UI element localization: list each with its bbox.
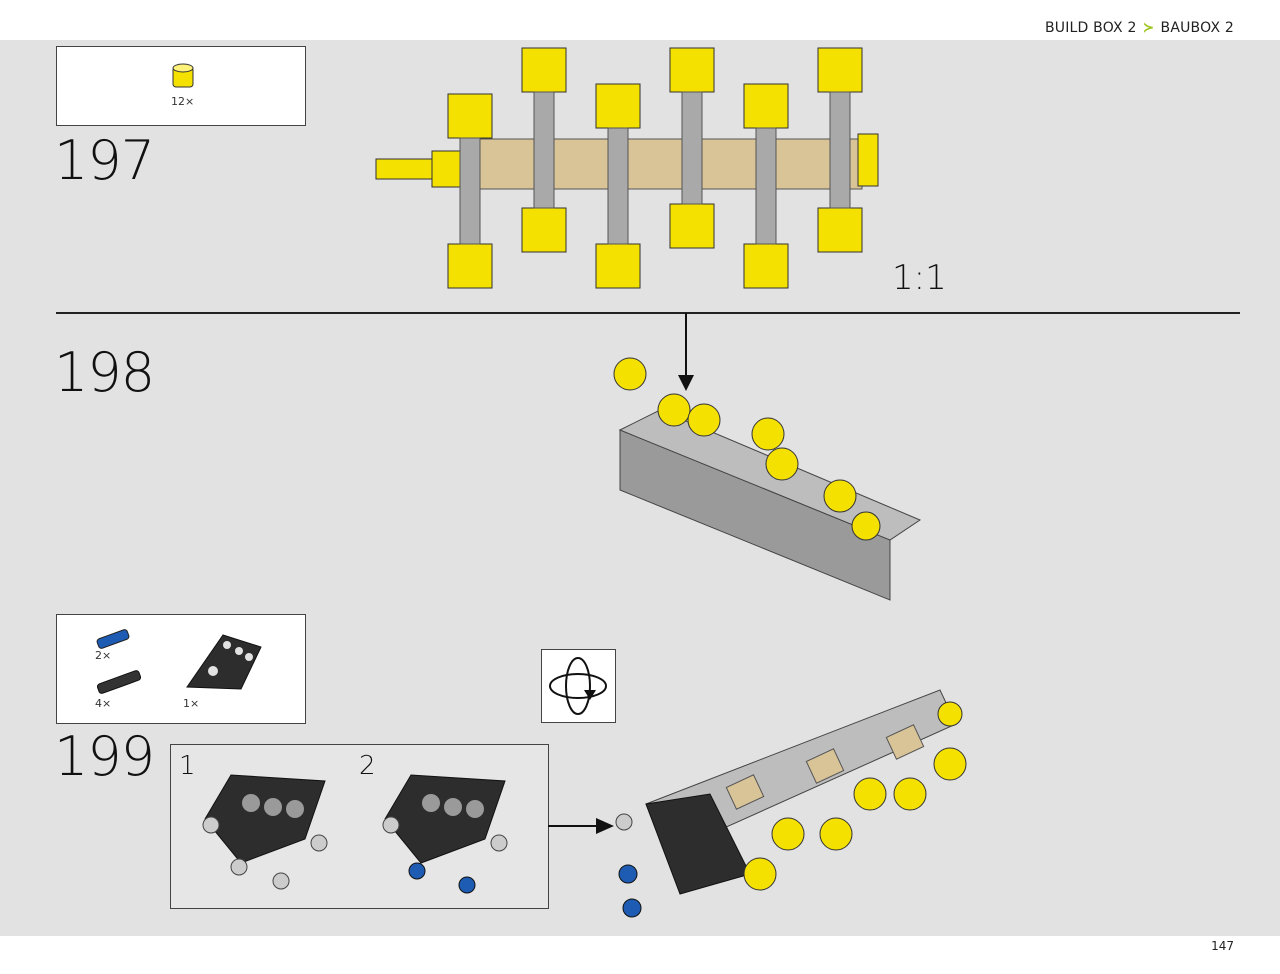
scale-indicator: 1:1 bbox=[892, 258, 947, 298]
rotate-model-callout bbox=[541, 649, 616, 723]
page-number: 147 bbox=[1211, 939, 1234, 953]
chevron-right-icon: ≻ bbox=[1142, 20, 1155, 36]
engine-block-rotated-illustration bbox=[615, 689, 967, 918]
black-pin-icon bbox=[96, 670, 142, 694]
parts-callout-197: 12× bbox=[56, 46, 306, 126]
frame-assembly-1-illustration bbox=[202, 774, 328, 890]
crankshaft-assembly-illustration bbox=[375, 47, 879, 289]
breadcrumb: BUILD BOX 2 ≻ BAUBOX 2 bbox=[1045, 20, 1234, 36]
part-quantity: 12× bbox=[171, 95, 195, 108]
sub-assembly-callout: 1 2 bbox=[170, 744, 549, 909]
rotate-icon bbox=[549, 657, 607, 715]
step-number-198: 198 bbox=[54, 341, 155, 404]
build-box-label: BUILD BOX 2 bbox=[1044, 20, 1137, 36]
right-arrow-icon bbox=[548, 818, 614, 834]
engine-block-assembly-illustration bbox=[613, 357, 922, 601]
substep-number-2: 2 bbox=[359, 751, 376, 781]
substep-number-1: 1 bbox=[179, 751, 196, 781]
baubox-label: BAUBOX 2 bbox=[1160, 20, 1234, 36]
yellow-piston-icon bbox=[172, 63, 194, 88]
parts-callout-199: 2× 4× 1× bbox=[56, 614, 306, 724]
part-quantity: 4× bbox=[95, 697, 112, 710]
blue-pin-icon bbox=[96, 629, 130, 649]
step-divider bbox=[56, 312, 1240, 314]
part-quantity: 2× bbox=[95, 649, 112, 662]
step-number-199: 199 bbox=[54, 725, 155, 788]
down-arrow-icon bbox=[678, 313, 694, 391]
part-quantity: 1× bbox=[183, 697, 200, 710]
black-frame-icon bbox=[186, 634, 262, 690]
frame-assembly-2-illustration bbox=[382, 774, 508, 894]
step-number-197: 197 bbox=[54, 129, 155, 192]
